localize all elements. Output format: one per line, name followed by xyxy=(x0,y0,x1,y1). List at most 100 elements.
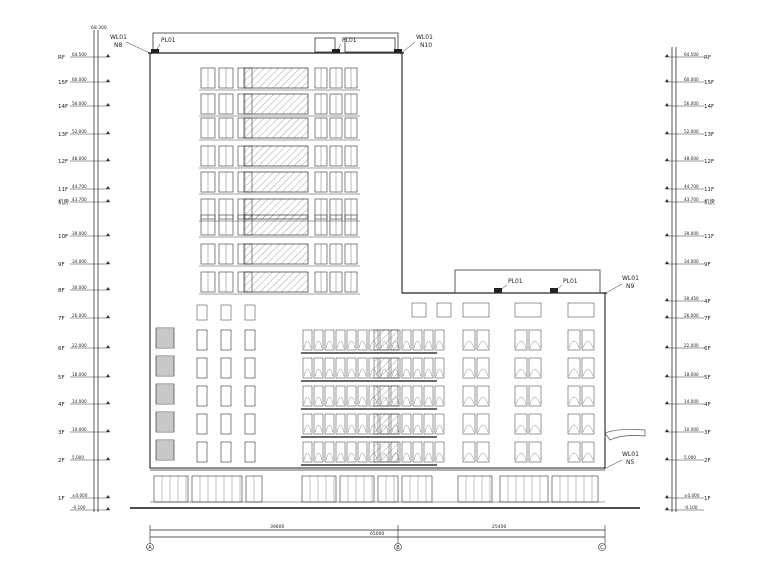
level-label: 11F xyxy=(704,234,714,240)
level-row: 11F 44.700 xyxy=(58,184,110,193)
podium-window xyxy=(462,385,476,407)
callout-wl-n8-bot: N8 xyxy=(114,42,122,49)
podium-windows xyxy=(196,302,595,466)
shopfront-bay xyxy=(401,475,433,503)
curtain-wall-panel xyxy=(243,67,309,89)
level-label: 3F xyxy=(704,430,711,436)
roof-equipment-box xyxy=(314,37,336,53)
curtain-wall-window xyxy=(357,385,368,407)
axis-bubble-a xyxy=(146,543,154,551)
level-row: RF 64.500 xyxy=(58,52,110,61)
curtain-wall-window xyxy=(313,329,324,351)
curtain-wall-window xyxy=(401,329,412,351)
level-label: 1F xyxy=(704,496,711,502)
level-elevation: 5.000 xyxy=(684,455,696,460)
curtain-wall-window xyxy=(401,441,412,463)
level-elevation: 56.000 xyxy=(72,101,87,106)
podium-window xyxy=(476,385,490,407)
podium-window xyxy=(476,441,490,463)
curtain-wall-window xyxy=(412,385,423,407)
curtain-wall-window xyxy=(324,329,335,351)
podium-window xyxy=(244,441,256,463)
podium-roof-structure xyxy=(454,269,601,294)
drain-symbol xyxy=(151,49,159,53)
level-elevation: 5.000 xyxy=(72,455,84,460)
level-label: 4F xyxy=(704,299,711,305)
level-label: 4F xyxy=(704,402,711,408)
curtain-wall-window xyxy=(434,357,445,379)
curtain-wall-window xyxy=(335,329,346,351)
podium-window xyxy=(196,413,208,435)
podium-window xyxy=(244,385,256,407)
callout-wl-n5-bot: N5 xyxy=(626,459,634,466)
level-elevation: 14.000 xyxy=(72,399,87,404)
curtain-wall-panel xyxy=(243,171,309,193)
level-label: 15F xyxy=(704,80,714,86)
shopfront-bay xyxy=(191,475,243,503)
level-label: 14F xyxy=(58,104,68,110)
level-label: 机房 xyxy=(58,198,70,206)
level-elevation: 34.000 xyxy=(684,259,699,264)
curtain-wall-window xyxy=(302,413,313,435)
level-elevation: ±0.000 xyxy=(684,493,700,498)
level-elevation: 39.000 xyxy=(72,231,87,236)
level-label: 5F xyxy=(58,375,65,381)
tower-windows xyxy=(199,67,360,295)
podium-window xyxy=(476,357,490,379)
level-label: 3F xyxy=(58,430,65,436)
axis-bubble-c xyxy=(598,543,606,551)
podium-window xyxy=(528,385,542,407)
level-row: -0.100 xyxy=(665,505,704,511)
podium-window xyxy=(567,329,581,351)
louvre-panels xyxy=(155,327,175,461)
level-elevation: 34.000 xyxy=(72,259,87,264)
shopfront-bay xyxy=(377,475,399,503)
level-elevation: 44.700 xyxy=(72,184,87,189)
podium-window xyxy=(462,441,476,463)
podium-window xyxy=(514,357,528,379)
axis-label-a: A xyxy=(148,545,152,551)
level-elevation: 22.000 xyxy=(72,343,87,348)
callout-pl-2: PL01 xyxy=(342,37,357,44)
curtain-wall-panel xyxy=(243,117,309,139)
callout-pl-4: PL01 xyxy=(563,278,578,285)
podium-window xyxy=(462,329,476,351)
shopfront-bay xyxy=(301,475,337,503)
level-label: 7F xyxy=(704,316,711,322)
podium-window xyxy=(196,385,208,407)
shopfront-bay xyxy=(551,475,599,503)
curtain-wall-window xyxy=(423,329,434,351)
drain-symbol xyxy=(394,49,402,53)
level-label: 9F xyxy=(58,262,65,268)
callout-wl-n9-bot: N9 xyxy=(626,283,634,290)
curtain-wall-window xyxy=(313,357,324,379)
curtain-wall-window xyxy=(324,441,335,463)
drain-symbol xyxy=(332,49,340,53)
podium-window xyxy=(244,413,256,435)
level-elevation: 18.000 xyxy=(72,372,87,377)
podium-window xyxy=(244,357,256,379)
level-elevation: 64.500 xyxy=(72,52,87,57)
level-label: 11F xyxy=(58,187,68,193)
callout-wl-n5-top: WL01 xyxy=(622,451,639,458)
level-label: RF xyxy=(58,55,65,61)
curtain-wall-window xyxy=(346,413,357,435)
podium-window xyxy=(514,329,528,351)
podium-window xyxy=(528,357,542,379)
podium-window xyxy=(581,385,595,407)
curtain-wall-window xyxy=(357,357,368,379)
level-elevation: 52.000 xyxy=(684,129,699,134)
curtain-wall-panel xyxy=(373,441,399,463)
level-label: 6F xyxy=(58,346,65,352)
